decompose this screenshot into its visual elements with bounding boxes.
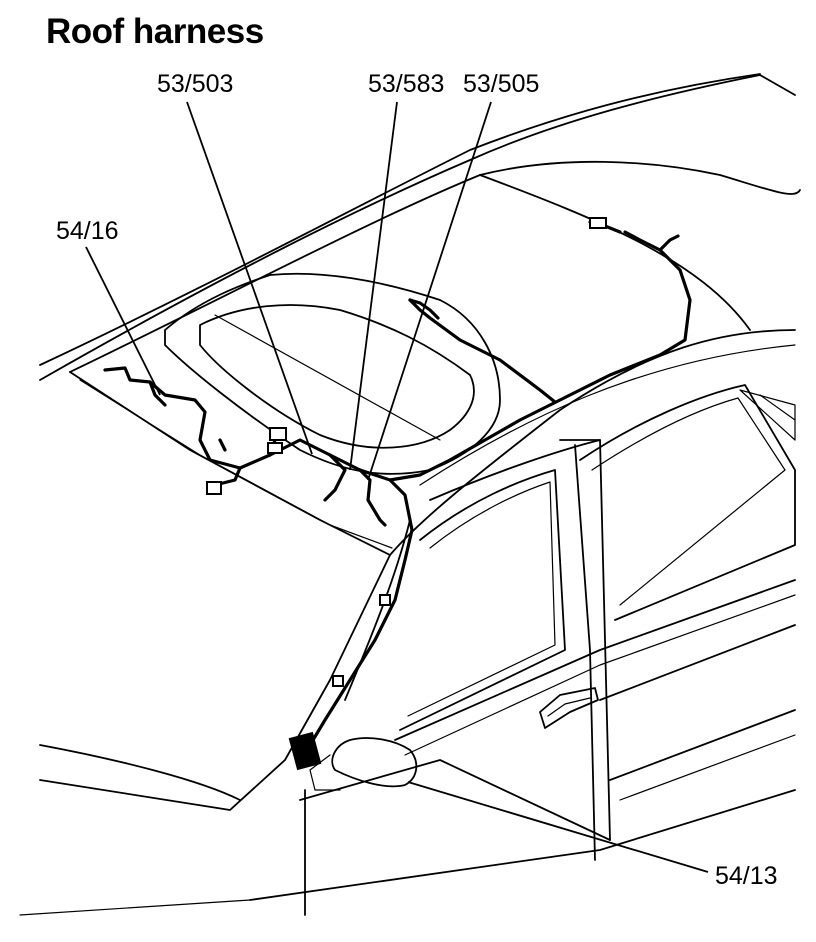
callout-53-505: 53/505 (463, 70, 540, 98)
roof-wiring-harness (103, 217, 692, 771)
callout-53-583: 53/583 (368, 70, 445, 98)
diagram-title: Roof harness (46, 12, 264, 51)
leader-lines (85, 101, 709, 873)
sunroof (164, 272, 501, 475)
door-and-pillar (19, 384, 796, 916)
callout-54-13: 54/13 (715, 862, 778, 890)
callout-53-503: 53/503 (157, 70, 234, 98)
car-body-outline (39, 73, 801, 556)
callout-54-16: 54/16 (56, 217, 119, 245)
